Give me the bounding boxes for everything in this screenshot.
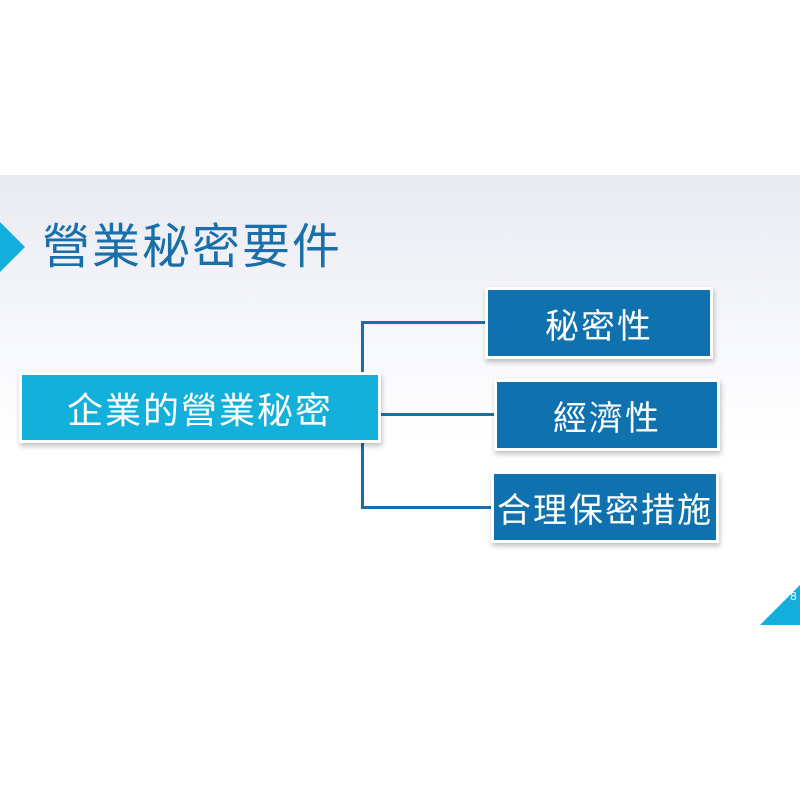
child-box-reasonable-measures: 合理保密措施	[494, 474, 716, 540]
slide: 營業秘密要件 企業的營業秘密 秘密性 經濟性 合理保密措施 8	[0, 175, 800, 625]
slide-title: 營業秘密要件	[42, 219, 343, 275]
child-box-secrecy: 秘密性	[488, 290, 710, 356]
root-box: 企業的營業秘密	[22, 375, 378, 440]
child-box-economic-value: 經濟性	[497, 382, 717, 448]
connector-2	[378, 413, 497, 416]
page-corner-triangle	[760, 585, 800, 625]
title-arrow-icon	[0, 222, 25, 272]
connector-3	[361, 506, 494, 509]
connector-1	[361, 321, 488, 324]
page-number: 8	[790, 590, 797, 603]
